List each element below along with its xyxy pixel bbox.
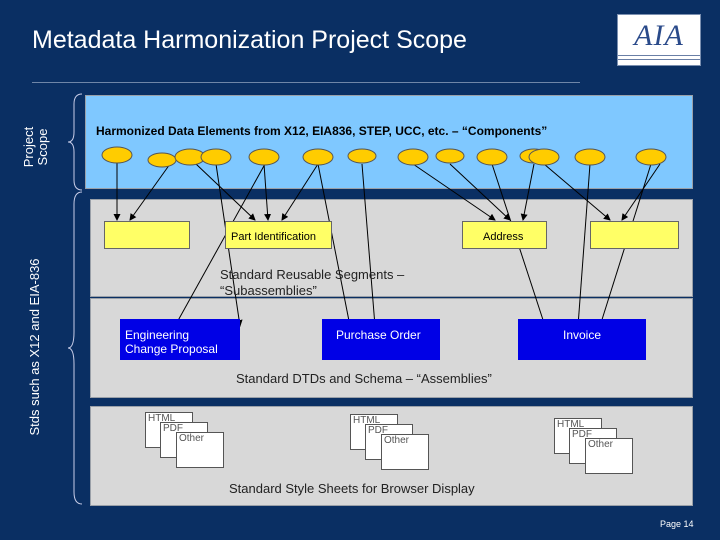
component-ellipse-10 xyxy=(476,148,508,166)
arrow-15 xyxy=(574,163,591,327)
doc-stack-3-html-label: HTML xyxy=(557,419,585,430)
component-ellipse-12 xyxy=(528,148,560,166)
component-ellipse-9 xyxy=(435,148,465,164)
arrow-6 xyxy=(174,163,266,327)
arrow-8 xyxy=(317,163,353,327)
doc-stack-1-html-label: HTML xyxy=(148,413,176,424)
page-title: Metadata Harmonization Project Scope xyxy=(32,26,467,54)
doc-stack-2-other: Other xyxy=(381,434,429,470)
arrow-9 xyxy=(361,163,379,327)
engineering-change-line1: Engineering xyxy=(125,328,190,342)
component-ellipse-2 xyxy=(147,152,177,168)
doc-stack-1-other: Other xyxy=(176,432,224,468)
component-ellipse-5 xyxy=(248,148,280,166)
component-ellipse-7 xyxy=(347,148,377,164)
component-ellipse-13 xyxy=(574,148,606,166)
title-underline xyxy=(32,82,580,83)
page-number: Page 14 xyxy=(660,519,694,529)
assemblies-label: Standard DTDs and Schema – “Assemblies” xyxy=(236,371,492,386)
arrow-7 xyxy=(281,163,319,221)
arrow-13 xyxy=(520,163,535,221)
component-ellipse-14 xyxy=(635,148,667,166)
scope-braces xyxy=(67,93,83,505)
segment-box-right xyxy=(590,221,679,249)
assembly-engineering-change-proposal: Engineering Change Proposal xyxy=(120,319,240,360)
arrow-10 xyxy=(412,163,496,221)
doc-stack-2-pdf-label: PDF xyxy=(368,425,388,436)
segment-box-left xyxy=(104,221,190,249)
doc-stack-3-pdf-label: PDF xyxy=(572,429,592,440)
component-ellipse-8 xyxy=(397,148,429,166)
logo-rule-1 xyxy=(618,55,700,56)
arrow-11 xyxy=(449,163,511,221)
doc-stack-3-other-label: Other xyxy=(588,439,614,450)
project-scope-brace xyxy=(67,93,83,191)
segment-part-identification: Part Identification xyxy=(225,221,332,249)
segments-label-line2: “Subassemblies” xyxy=(220,283,317,298)
arrow-17 xyxy=(621,163,661,221)
part-identification-label: Part Identification xyxy=(231,231,316,243)
segments-label-line1: Standard Reusable Segments – xyxy=(220,267,405,282)
doc-stack-2-other-label: Other xyxy=(384,435,410,446)
arrow-5 xyxy=(263,163,272,221)
invoice-label: Invoice xyxy=(563,328,602,342)
engineering-change-line2: Change Proposal xyxy=(125,342,218,356)
doc-stack-3-other: Other xyxy=(585,438,633,474)
doc-stack-2-html-label: HTML xyxy=(353,415,381,426)
component-ellipse-6 xyxy=(302,148,334,166)
component-ellipse-1 xyxy=(101,146,133,164)
aia-logo: AIA xyxy=(617,14,701,66)
doc-stack-1-pdf-label: PDF xyxy=(163,423,183,434)
address-label: Address xyxy=(483,231,524,243)
assembly-invoice: Invoice xyxy=(518,319,646,360)
doc-stack-1-other-label: Other xyxy=(179,433,205,444)
component-ellipse-4 xyxy=(200,148,232,166)
components-panel xyxy=(85,95,693,189)
purchase-order-label: Purchase Order xyxy=(336,328,421,342)
arrow-14 xyxy=(543,163,611,221)
arrow-2 xyxy=(129,163,171,221)
standards-brace xyxy=(67,191,83,505)
arrow-3 xyxy=(195,163,256,221)
stylesheets-label: Standard Style Sheets for Browser Displa… xyxy=(229,481,475,496)
logo-rule-2 xyxy=(618,59,700,60)
assembly-purchase-order: Purchase Order xyxy=(322,319,440,360)
segments-label: Standard Reusable Segments – “Subassembl… xyxy=(220,267,404,299)
components-label: Harmonized Data Elements from X12, EIA83… xyxy=(96,124,548,138)
logo-mark: AIA xyxy=(634,19,684,52)
segment-address: Address xyxy=(462,221,547,249)
